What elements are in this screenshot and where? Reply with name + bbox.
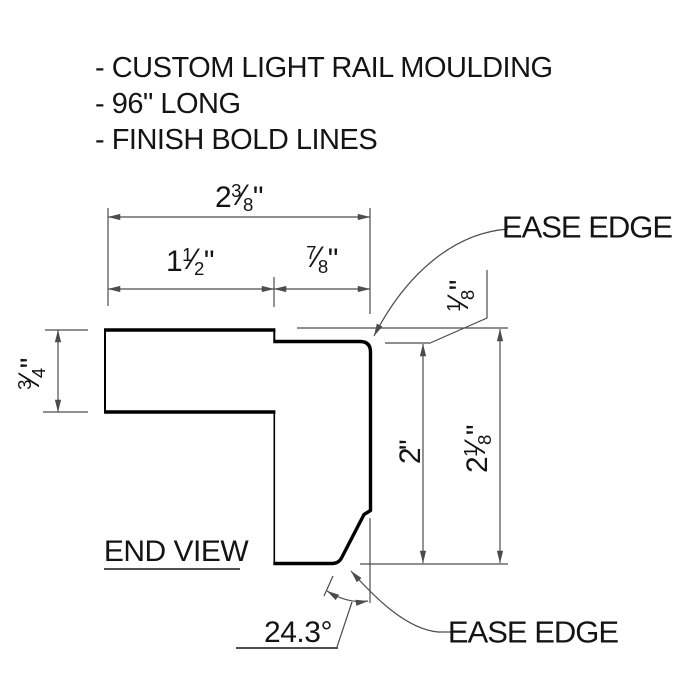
dim-numerator: 7 xyxy=(306,241,316,263)
dim-arc-chamfer-angle xyxy=(326,590,369,606)
dimension-label-overall-height: 21⁄8" xyxy=(459,424,496,474)
dim-denominator: 8 xyxy=(474,435,496,445)
leader-ease-edge-bottom xyxy=(350,570,452,633)
dimension-label-tongue-width: 11⁄2" xyxy=(165,243,215,280)
dim-denominator: 8 xyxy=(317,256,328,278)
view-title: END VIEW xyxy=(103,535,249,568)
ext-angle-chamfer xyxy=(323,575,334,597)
dimension-label-front-height: 2" xyxy=(394,439,427,465)
dim-denominator: 8 xyxy=(457,290,479,301)
dim-numerator: 1 xyxy=(182,243,193,265)
dim-numerator: 3 xyxy=(13,380,35,390)
dim-unit: " xyxy=(444,280,477,291)
fraction-slash: ⁄ xyxy=(240,178,245,212)
dim-numerator: 3 xyxy=(231,179,242,201)
dim-denominator: 2 xyxy=(194,258,204,280)
dimension-label-overall-width: 23⁄8" xyxy=(214,179,264,216)
dim-whole: 2 xyxy=(214,181,232,214)
profile-front-outline xyxy=(273,339,373,566)
dim-whole: 1 xyxy=(165,245,183,278)
note-line-2: - 96" LONG xyxy=(95,88,241,120)
dim-whole: 2 xyxy=(461,456,494,474)
dim-whole: 2 xyxy=(394,447,427,465)
leader-ease-edge-top xyxy=(373,228,509,337)
ease-edge-top-label: EASE EDGE xyxy=(501,209,673,245)
dimension-label-reveal: 1⁄8" xyxy=(442,280,479,312)
dim-leader-angle xyxy=(336,601,353,648)
dim-denominator: 4 xyxy=(28,368,50,379)
dim-denominator: 8 xyxy=(243,194,253,216)
dimension-label-front-width: 7⁄8" xyxy=(306,241,339,278)
dim-numerator: 1 xyxy=(459,446,481,457)
dim-unit: " xyxy=(327,243,339,276)
dimension-label-chamfer-angle: 24.3° xyxy=(264,616,332,649)
dim-unit: " xyxy=(394,439,427,450)
dim-leader-reveal xyxy=(428,270,488,345)
ease-edge-bottom-label: EASE EDGE xyxy=(447,614,619,650)
fraction-slash: ⁄ xyxy=(191,242,196,276)
dim-unit: " xyxy=(461,424,494,436)
dim-unit: " xyxy=(203,245,215,278)
dim-numerator: 1 xyxy=(442,302,464,312)
drawing-notes: - CUSTOM LIGHT RAIL MOULDING - 96" LONG … xyxy=(95,50,553,158)
dimension-label-tongue-thickness: 3⁄4" xyxy=(13,358,50,390)
callout-leaders xyxy=(350,228,509,633)
extension-lines xyxy=(43,208,508,603)
dimension-lines xyxy=(54,213,504,648)
note-line-1: - CUSTOM LIGHT RAIL MOULDING xyxy=(95,52,553,84)
fraction-slash: ⁄ xyxy=(314,240,320,274)
dim-unit: " xyxy=(252,181,264,214)
note-line-3: - FINISH BOLD LINES xyxy=(95,124,378,156)
dim-unit: " xyxy=(15,358,48,369)
profile-outline xyxy=(104,328,373,566)
